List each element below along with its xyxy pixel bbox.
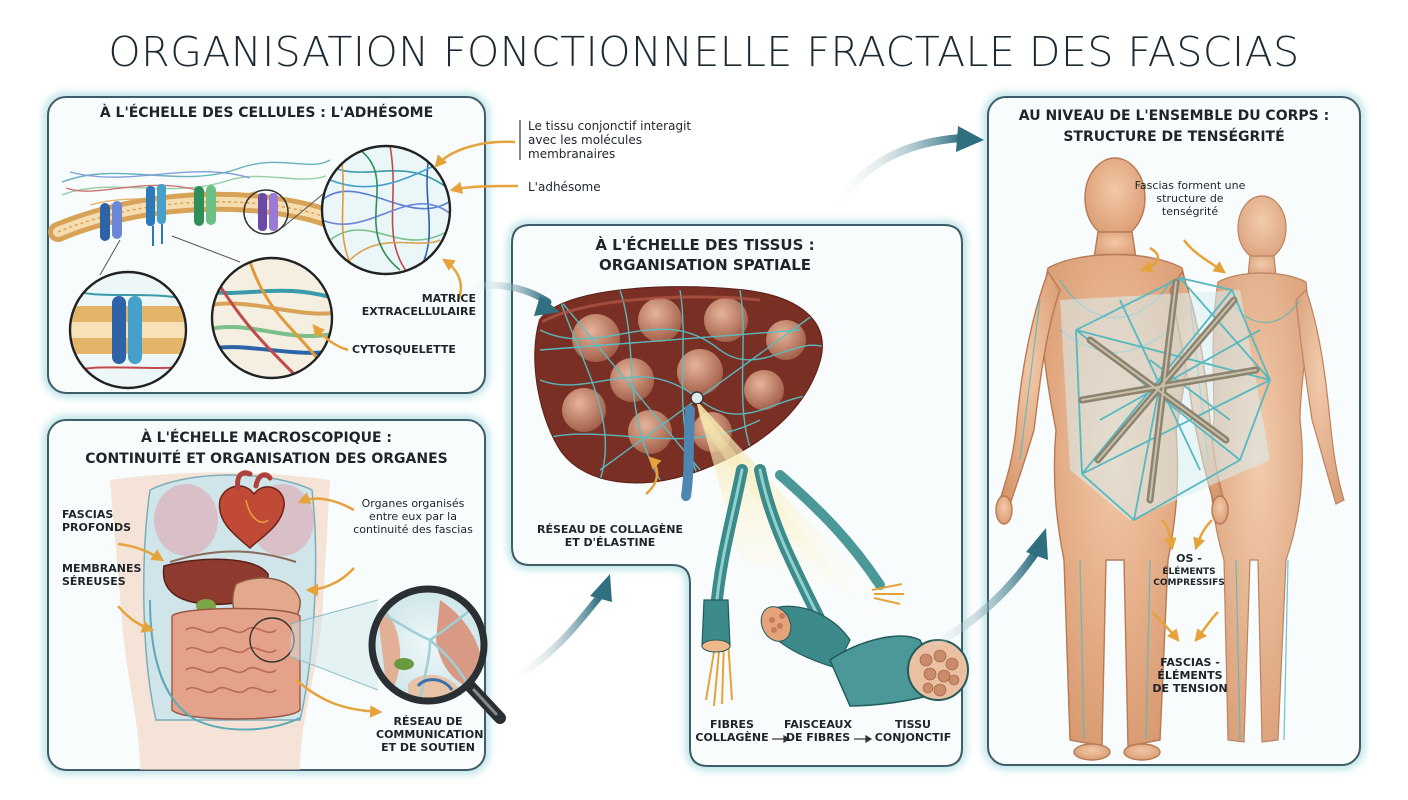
body-heading-line2: STRUCTURE DE TENSÉGRITÉ — [1063, 129, 1285, 145]
body-label-bones-title: OS - — [1176, 552, 1202, 565]
network-label-arrow — [645, 456, 662, 495]
human-figure-icon — [995, 157, 1345, 761]
fibre-bundles — [701, 464, 969, 744]
magnifier-icon — [368, 585, 506, 724]
macro-label-deep-fascia: FASCIAS PROFONDS — [62, 508, 132, 534]
flow-arrows — [462, 126, 1048, 684]
body-label-arrows — [1139, 239, 1227, 642]
macro-heading-line2: CONTINUITÉ ET ORGANISATION DES ORGANES — [85, 451, 448, 467]
cells-label-adhesome: L'adhésome — [528, 180, 601, 194]
abdominal-organs — [149, 558, 379, 731]
tensegrity-structure — [1075, 277, 1271, 522]
body-heading-line1: AU NIVEAU DE L'ENSEMBLE DU CORPS : — [1018, 108, 1330, 124]
heart-icon — [218, 470, 285, 550]
macro-label-arrows — [117, 492, 383, 718]
tissues-heading-line2: ORGANISATION SPATIALE — [598, 256, 812, 274]
cells-label-arrows — [312, 140, 519, 352]
zoom-cytoskeleton — [210, 256, 334, 380]
liver-lobules — [562, 298, 806, 454]
tissues-heading-line1: À L'ÉCHELLE DES TISSUS : — [595, 236, 815, 254]
cell-membrane-icon — [48, 159, 342, 276]
tissues-label-tissue: TISSU CONJONCTIF — [874, 718, 952, 744]
tissues-label-fibres: FIBRES COLLAGÈNE — [695, 718, 769, 744]
body-label-fascia-tension: FASCIAS - ÉLÉMENTS DE TENSION — [1152, 656, 1228, 695]
page-title: ORGANISATION FONCTIONNELLE FRACTALE DES … — [108, 28, 1300, 76]
tissues-label-network: RÉSEAU DE COLLAGÈNE ET D'ÉLASTINE — [536, 523, 684, 549]
macro-heading-line1: À L'ÉCHELLE MACROSCOPIQUE : — [140, 430, 393, 446]
cells-label-matrix: MATRICE EXTRACELLULAIRE — [361, 292, 476, 318]
zoom-integrin — [68, 270, 188, 390]
tissues-label-bundles: FAISCEAUX DE FIBRES — [784, 718, 852, 744]
cells-panel-heading: À L'ÉCHELLE DES CELLULES : L'ADHÉSOME — [99, 105, 434, 121]
macro-label-serous: MEMBRANES SÉREUSES — [62, 562, 142, 588]
body-label-tensegrity: Fascias forment une structure de tenségr… — [1134, 179, 1246, 218]
cells-label-cytoskeleton: CYTOSQUELETTE — [352, 343, 456, 356]
zoom-beam — [697, 404, 880, 600]
macro-label-organs: Organes organisés entre eux par la conti… — [353, 497, 473, 536]
body-label-bones-sub: ÉLÉMENTS COMPRESSIFS — [1153, 567, 1225, 588]
macro-label-network: RÉSEAU DE COMMUNICATION ET DE SOUTIEN — [376, 715, 484, 754]
cells-label-interaction: Le tissu conjonctif interagit avec les m… — [528, 119, 692, 162]
